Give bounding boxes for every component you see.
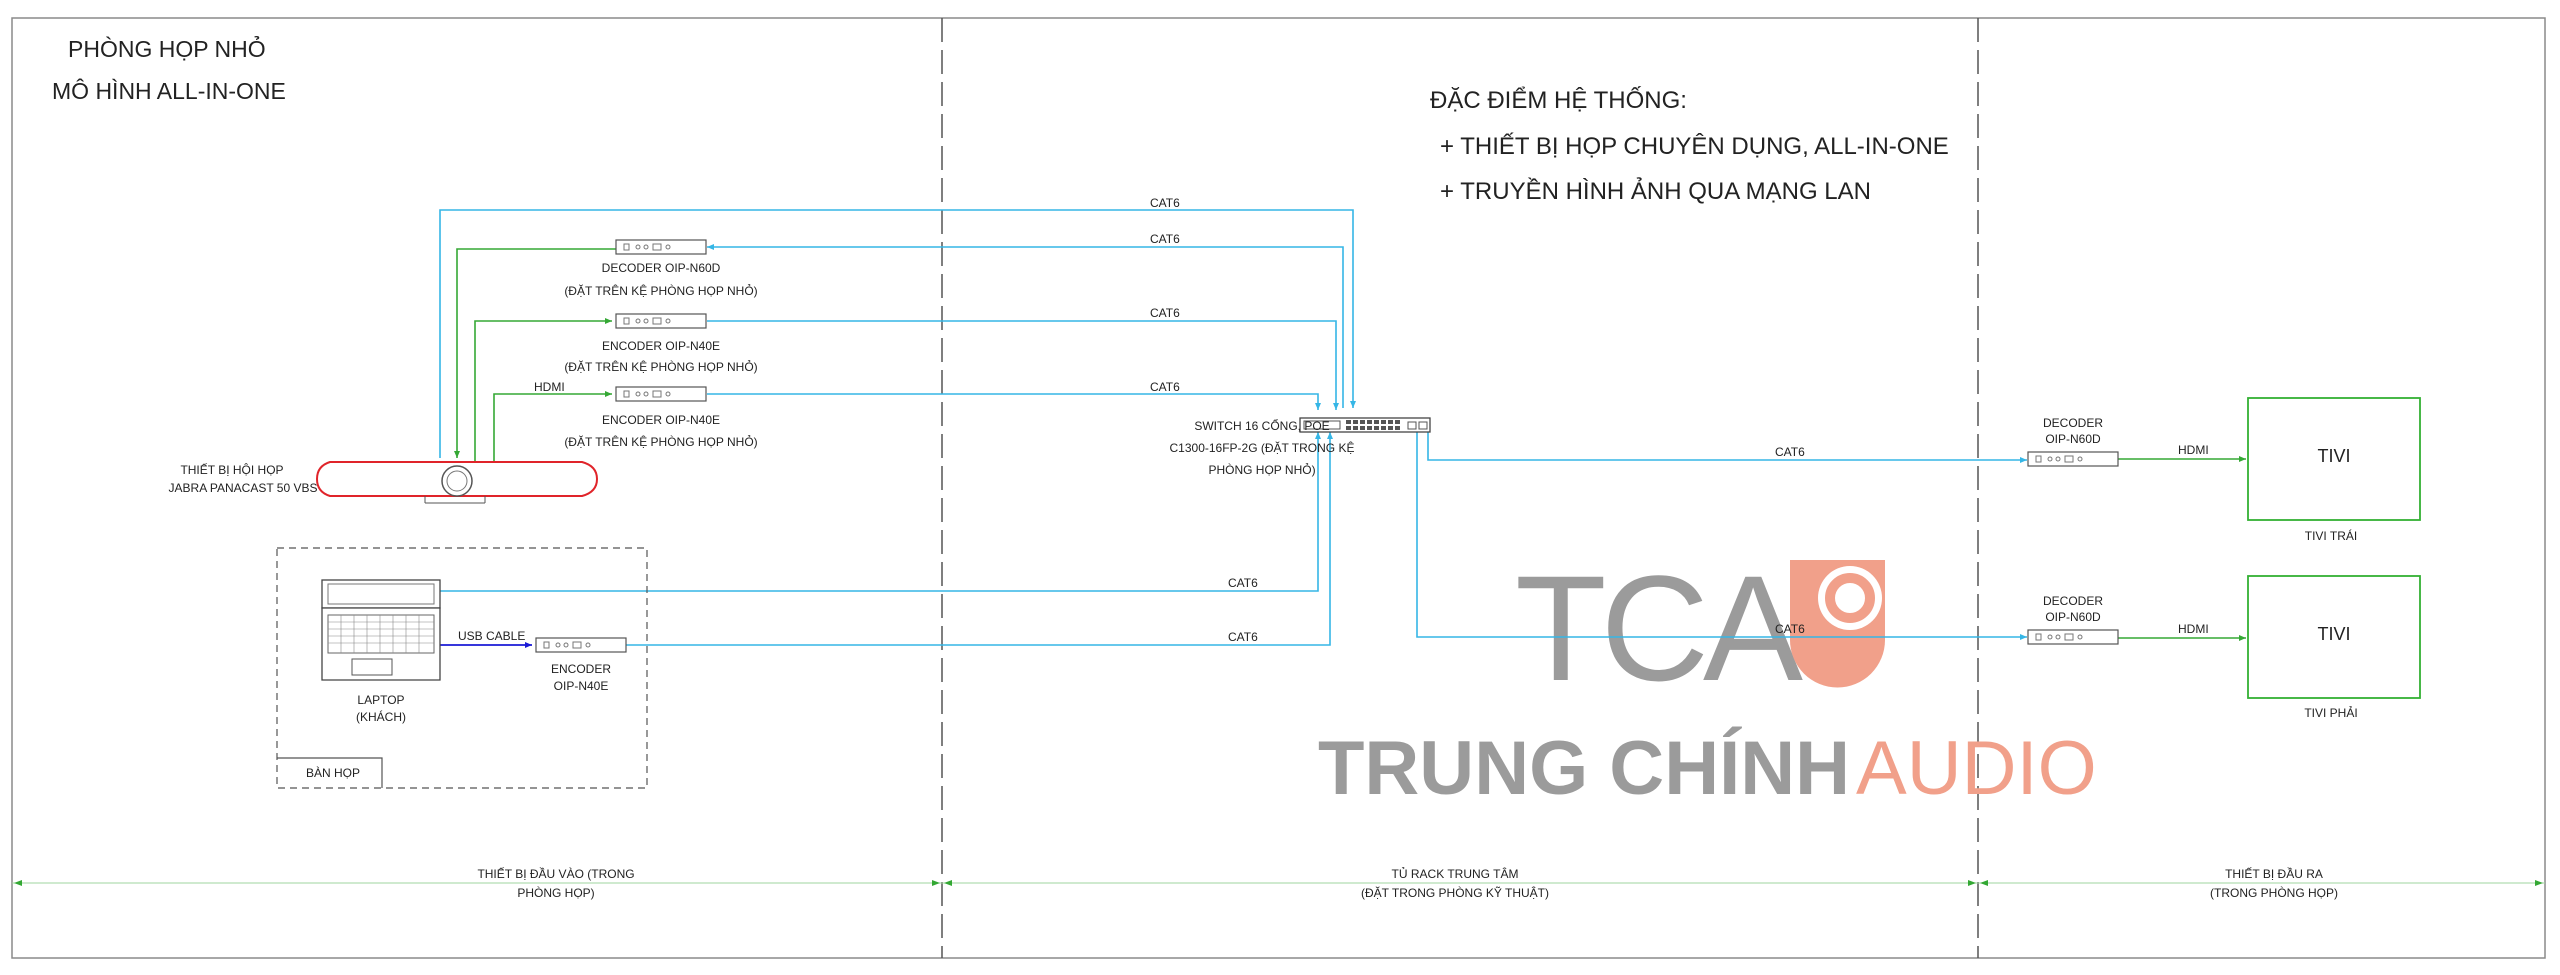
cable-label-cat6-1: CAT6	[1150, 196, 1180, 210]
encoder-laptop-label-1: ENCODER	[551, 662, 611, 676]
meeting-table-label: BÀN HỌP	[306, 765, 360, 780]
cable-cat6-encoder1-switch	[707, 320, 1339, 410]
zone-rack-label-1: TỦ RACK TRUNG TÂM	[1392, 866, 1519, 881]
jabra-label-1: THIẾT BỊ HỘI HỌP	[180, 462, 283, 477]
laptop-label-1: LAPTOP	[357, 693, 404, 707]
cable-cat6-switch-decoder-right	[1416, 432, 2027, 640]
cable-cat6-switch-decoder	[707, 244, 1344, 408]
decoder-right-label-1: DECODER	[2043, 594, 2103, 608]
decoder-top-label-1: DECODER OIP-N60D	[602, 261, 721, 275]
cable-cat6-laptop-switch	[440, 432, 1321, 592]
decoder-left-label-1: DECODER	[2043, 416, 2103, 430]
encoder-1-label-2: (ĐẶT TRÊN KỆ PHÒNG HỌP NHỎ)	[564, 359, 757, 374]
decoder-top-label-2: (ĐẶT TRÊN KỆ PHÒNG HỌP NHỎ)	[564, 283, 757, 298]
tv-left-caption: TIVI TRÁI	[2305, 528, 2357, 543]
cable-label-cat6-4: CAT6	[1150, 380, 1180, 394]
cable-cat6-switch-decoder-left	[1427, 432, 2027, 463]
laptop-label-2: (KHÁCH)	[356, 709, 406, 724]
encoder-2-label-1: ENCODER OIP-N40E	[602, 413, 720, 427]
decoder-left-label-2: OIP-N60D	[2045, 432, 2101, 446]
watermark-logo: TCA TRUNG CHÍNH AUDIO	[1318, 544, 2097, 811]
cable-label-cat6-8: CAT6	[1228, 630, 1258, 644]
jabra-panacast-device	[315, 461, 599, 504]
tv-right-caption: TIVI PHẢI	[2304, 705, 2357, 720]
watermark-brand-dark: TRUNG CHÍNH	[1318, 726, 1850, 811]
network-switch-device	[1299, 417, 1431, 433]
title-line-2: MÔ HÌNH ALL-IN-ONE	[52, 77, 286, 104]
cable-label-cat6-2: CAT6	[1150, 232, 1180, 246]
cable-label-hdmi-3: HDMI	[2178, 622, 2209, 636]
switch-label-2: C1300-16FP-2G (ĐẶT TRONG KỆ	[1170, 440, 1355, 455]
tv-right-screen	[2247, 575, 2421, 699]
watermark-logo-mark-icon	[1790, 560, 1885, 688]
meeting-table-area	[276, 547, 648, 789]
decoder-left-device	[2027, 451, 2119, 467]
cable-hdmi-jabra-encoder2	[493, 391, 612, 462]
cable-label-cat6-6: CAT6	[1228, 576, 1258, 590]
cable-hdmi-decoder-jabra	[454, 248, 616, 458]
encoder-2-device	[615, 386, 707, 402]
switch-label-3: PHÒNG HỌP NHỎ)	[1208, 462, 1315, 477]
watermark-brand-light: AUDIO	[1856, 726, 2097, 811]
cable-cat6-encoder2-switch	[707, 393, 1321, 410]
cable-label-cat6-5: CAT6	[1775, 445, 1805, 459]
cable-label-cat6-7: CAT6	[1775, 622, 1805, 636]
zone-output-label-2: (TRONG PHÒNG HỌP)	[2210, 885, 2338, 900]
laptop-icon	[321, 579, 441, 681]
decoder-right-device	[2027, 629, 2119, 645]
camera-lens-icon	[441, 465, 473, 497]
meeting-table-tab	[277, 757, 383, 788]
zone-input-label-1: THIẾT BỊ ĐẦU VÀO (TRONG	[477, 866, 634, 881]
encoder-laptop-label-2: OIP-N40E	[554, 679, 609, 693]
encoder-2-label-2: (ĐẶT TRÊN KỆ PHÒNG HỌP NHỎ)	[564, 434, 757, 449]
features-heading: ĐẶC ĐIỂM HỆ THỐNG:	[1430, 86, 1687, 114]
title-line-1: PHÒNG HỌP NHỎ	[68, 34, 266, 62]
zone-input-label-2: PHÒNG HỌP)	[517, 885, 594, 900]
tv-left-screen	[2247, 397, 2421, 521]
cable-hdmi-jabra-encoder1	[474, 318, 612, 462]
cable-cat6-jabra-switch	[439, 209, 1356, 458]
cable-label-hdmi-2: HDMI	[2178, 443, 2209, 457]
feature-item-1: + THIẾT BỊ HỌP CHUYÊN DỤNG, ALL-IN-ONE	[1440, 132, 1949, 160]
switch-label-1: SWITCH 16 CỔNG, POE	[1194, 418, 1329, 433]
zone-tick-marks	[14, 880, 2543, 886]
cable-cat6-encoder3-switch	[626, 432, 1333, 646]
encoder-1-label-1: ENCODER OIP-N40E	[602, 339, 720, 353]
cable-label-usb: USB CABLE	[458, 629, 525, 643]
encoder-1-device	[615, 313, 707, 329]
tv-left-screen-label: TIVI	[2317, 446, 2350, 466]
encoder-laptop-device	[535, 637, 627, 653]
cable-label-cat6-3: CAT6	[1150, 306, 1180, 320]
cable-label-hdmi-1: HDMI	[534, 380, 565, 394]
watermark-logo-text: TCA	[1515, 544, 1803, 712]
decoder-top-device	[615, 239, 707, 255]
tv-right-screen-label: TIVI	[2317, 624, 2350, 644]
decoder-right-label-2: OIP-N60D	[2045, 610, 2101, 624]
zone-output-label-1: THIẾT BỊ ĐẦU RA	[2225, 866, 2323, 881]
jabra-label-2: JABRA PANACAST 50 VBS	[169, 481, 318, 495]
feature-item-2: + TRUYỀN HÌNH ẢNH QUA MẠNG LAN	[1440, 176, 1871, 205]
drawing-frame	[11, 17, 2546, 959]
zone-rack-label-2: (ĐẶT TRONG PHÒNG KỸ THUẬT)	[1361, 885, 1549, 900]
